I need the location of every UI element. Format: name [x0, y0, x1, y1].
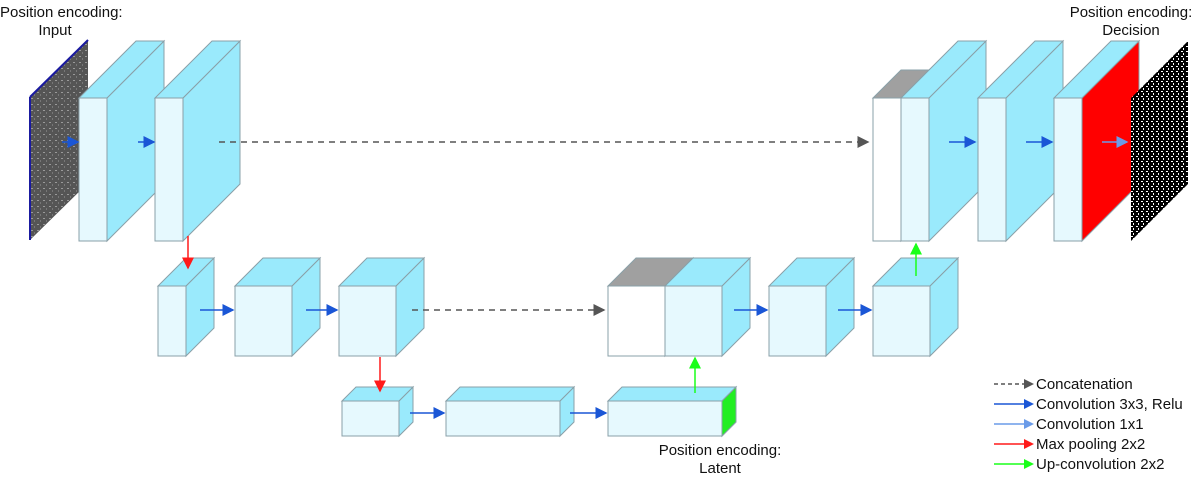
label-input-line1: Position encoding: [0, 4, 123, 21]
block-front [1053, 97, 1083, 242]
block-front [664, 285, 723, 357]
block-front [338, 285, 397, 357]
green-arrow-icon [994, 459, 1034, 469]
legend-item-convolution-3x3: Convolution 3x3, Relu [994, 394, 1183, 414]
blue-arrow-icon [994, 399, 1034, 409]
bottleneck-block-3 [606, 385, 738, 438]
label-input-line2: Input [38, 22, 72, 39]
label-latent: Position encoding: Latent [650, 442, 790, 478]
block-front [977, 97, 1007, 242]
label-input: Position encoding: Input [0, 4, 123, 40]
legend-label: Convolution 1x1 [1036, 415, 1144, 433]
block-front [607, 285, 666, 357]
block-front [900, 97, 930, 242]
block-front [768, 285, 827, 357]
decoder-block-2a [663, 256, 752, 358]
input-image-texture [30, 40, 88, 240]
block-front [872, 97, 902, 242]
red-arrow-icon [994, 439, 1034, 449]
block-front [78, 97, 108, 242]
legend-label: Max pooling 2x2 [1036, 435, 1146, 453]
decoder-block-2b [767, 256, 856, 358]
block-front [341, 400, 400, 437]
label-latent-line1: Position encoding: [658, 442, 782, 459]
encoder-block-2c [337, 256, 426, 358]
legend-item-max-pooling: Max pooling 2x2 [994, 434, 1183, 454]
decoder-block-1b [976, 39, 1065, 243]
legend-item-concatenation: Concatenation [994, 374, 1183, 394]
legend-item-convolution-1x1: Convolution 1x1 [994, 414, 1183, 434]
label-latent-line2: Latent [699, 460, 741, 477]
legend: Concatenation Convolution 3x3, Relu Conv… [994, 374, 1183, 474]
input-image [29, 39, 89, 240]
decoder-block-1c [1052, 39, 1141, 243]
output-image [1131, 41, 1188, 241]
bottleneck-block-2 [444, 385, 576, 438]
label-decision-line1: Position encoding: [1069, 4, 1193, 21]
bottleneck-block-1 [340, 385, 415, 438]
legend-label: Up-convolution 2x2 [1036, 455, 1165, 473]
label-decision: Position encoding: Decision [1062, 4, 1200, 40]
legend-label: Convolution 3x3, Relu [1036, 395, 1183, 413]
encoder-block-2a [156, 256, 216, 358]
encoder-block-1b [153, 39, 242, 243]
legend-item-up-convolution: Up-convolution 2x2 [994, 454, 1183, 474]
block-top [606, 386, 738, 402]
block-front [234, 285, 293, 357]
input-image-edge [29, 39, 89, 98]
legend-label: Concatenation [1036, 375, 1133, 393]
block-front [154, 97, 184, 242]
encoder-block-2b [233, 256, 322, 358]
block-front [445, 400, 561, 437]
label-decision-line2: Decision [1102, 22, 1160, 39]
latent-encoding [721, 385, 737, 438]
block-front [872, 285, 931, 357]
light-blue-arrow-icon [994, 419, 1034, 429]
block-front [607, 400, 723, 437]
block-top [444, 386, 576, 402]
encoder-block-1a [77, 39, 166, 243]
block-front [157, 285, 187, 357]
dashed-arrow-icon [994, 379, 1034, 389]
